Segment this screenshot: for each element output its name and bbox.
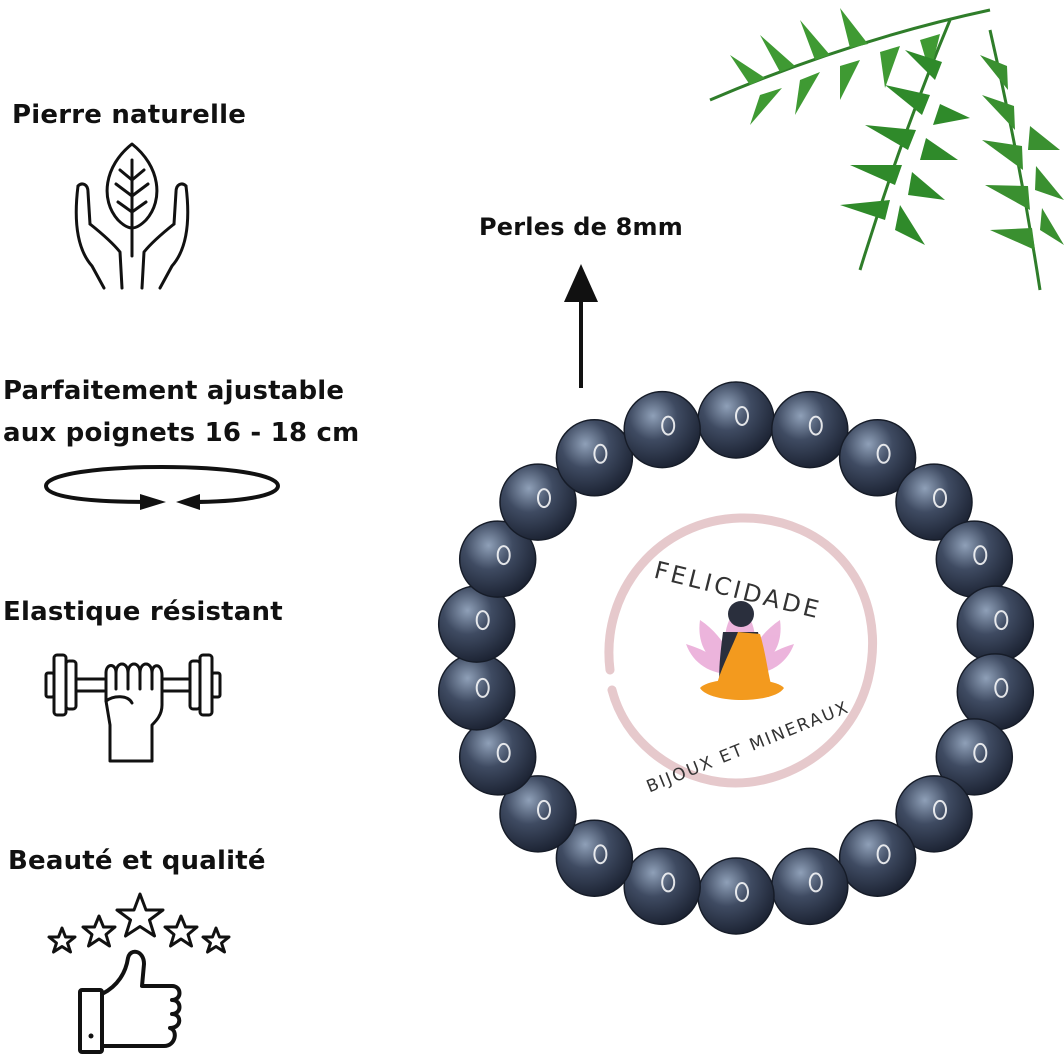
hands-leaf-icon xyxy=(74,142,190,290)
bead xyxy=(895,775,973,853)
bead xyxy=(499,463,577,541)
arrow-up-icon xyxy=(564,264,598,388)
bracelet-image: FELICIDADE BIJOUX ET MINERAUX xyxy=(437,381,1035,935)
bead xyxy=(771,390,849,469)
brand-ring xyxy=(604,513,877,788)
bead xyxy=(437,585,516,663)
adjustable-label: Parfaitement ajustable aux poignets 16 -… xyxy=(3,370,359,454)
bead xyxy=(956,585,1035,663)
brand-logo: FELICIDADE BIJOUX ET MINERAUX xyxy=(602,513,877,797)
elastic-label: Elastique résistant xyxy=(3,597,283,627)
bead xyxy=(623,390,701,469)
adjustable-label-line2: aux poignets 16 - 18 cm xyxy=(3,418,360,448)
bead xyxy=(499,775,577,853)
bead xyxy=(697,857,775,935)
stars-thumbs-up-icon xyxy=(47,892,231,1054)
quality-label: Beauté et qualité xyxy=(8,846,266,876)
bead xyxy=(697,381,775,459)
bead xyxy=(838,819,917,897)
bead xyxy=(458,718,537,796)
bead xyxy=(838,419,917,497)
buddha-icon xyxy=(700,601,784,700)
bead xyxy=(771,847,849,926)
bead-size-label: Perles de 8mm xyxy=(479,213,683,241)
bracelet-beads xyxy=(437,381,1035,935)
bead xyxy=(437,653,516,731)
bead xyxy=(555,419,634,497)
dumbbell-fist-icon xyxy=(44,653,222,763)
adjustable-label-line1: Parfaitement ajustable xyxy=(3,376,345,406)
bead xyxy=(623,847,701,926)
palm-leaves-decoration xyxy=(709,8,1064,291)
natural-stone-label: Pierre naturelle xyxy=(12,100,247,130)
bead xyxy=(555,819,634,897)
bead xyxy=(935,718,1014,796)
rotate-arrows-icon xyxy=(43,464,281,510)
bead xyxy=(956,653,1035,731)
bead xyxy=(458,520,537,598)
bead xyxy=(935,520,1014,598)
bead xyxy=(895,463,973,541)
